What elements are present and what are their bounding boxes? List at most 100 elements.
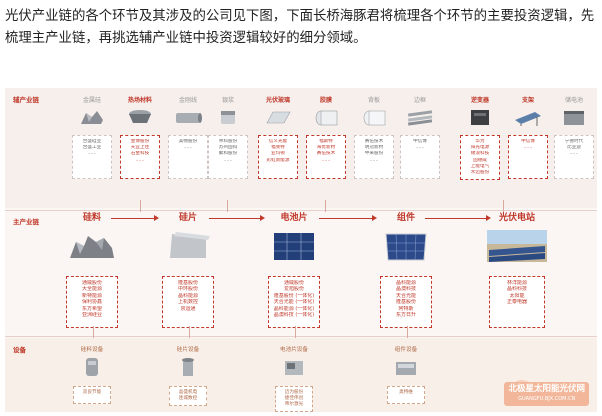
pv-industry-chain-figure: 辅产业链 主产业链 设备 金属硅 合盛硅业合盛工业…… 热场材料 金博股份天宜上… xyxy=(5,88,597,412)
company-name: 福莱特 xyxy=(271,145,285,151)
company-name: 天合光能 (一体化) xyxy=(273,299,315,306)
eq-company-list: 双良节能 xyxy=(73,386,111,404)
company-name: 信义光能 xyxy=(268,139,288,144)
eq-item-wafer-equipment: 硅片设备 晶盛机电连城数控 xyxy=(165,346,211,406)
main-item-name: 光伏电站 xyxy=(498,213,535,223)
connector-line xyxy=(140,200,141,212)
connector-line xyxy=(407,326,408,338)
aux-company-list: 赛伍技术明冠新材中来股份…… xyxy=(354,135,394,179)
main-item-solar-cell: 电池片 通威股份爱旭股份隆基股份 (一体化)天合光能 (一体化)晶科能源 (一体… xyxy=(265,212,323,328)
company-name: 宁德时代 xyxy=(564,139,584,144)
company-name: 晶科能源 xyxy=(395,280,416,286)
company-name: 中环股份 xyxy=(177,286,198,293)
company-name: 阿特斯 xyxy=(398,305,414,312)
encapsulant-film-image xyxy=(315,110,338,126)
aux-item-inverter: 逆变器 华为阳光电源锦浪科技固德威上能电气禾迈股份 xyxy=(457,96,503,181)
company-name: 禾迈股份 xyxy=(470,170,490,176)
polysilicon-equipment-image xyxy=(86,358,98,376)
aux-item-backsheet: 背板 赛伍技术明冠新材中来股份…… xyxy=(351,96,397,179)
aux-item-name: 储电池 xyxy=(564,97,583,104)
company-name: 阳光电源 xyxy=(470,145,490,151)
main-company-list: 通威股份爱旭股份隆基股份 (一体化)天合光能 (一体化)晶科能源 (一体化)晶澳… xyxy=(268,276,320,328)
company-name: …… xyxy=(415,145,425,151)
company-name: 上能电气 xyxy=(470,163,490,169)
connector-line xyxy=(227,200,228,212)
module-equipment-image xyxy=(396,362,416,375)
company-name: 聚和股份 xyxy=(218,151,238,157)
company-name: 金博股份 xyxy=(130,139,150,144)
diamond-wire-image xyxy=(176,113,202,123)
eq-item-module-equipment: 组件设备 奥特维 xyxy=(383,346,429,404)
divider xyxy=(5,210,597,211)
company-name: 合盛工业 xyxy=(82,145,102,151)
company-name: 赛伍技术 xyxy=(316,151,336,157)
company-name: 爱旭股份 xyxy=(283,286,304,293)
watermark-url: GUANGFU.BJX.COM.CN xyxy=(518,396,576,402)
divider xyxy=(5,336,597,337)
aux-item-diamond-wire: 金刚线 美畅股份…… xyxy=(165,96,211,179)
company-name: 锦浪科技 xyxy=(470,151,490,157)
company-name: 晶盛机电 xyxy=(178,390,198,395)
company-name: …… xyxy=(523,145,533,151)
equipment-label: 设备 xyxy=(13,346,26,354)
eq-company-list: 迈为股份捷佳伟创帝尔激光 xyxy=(275,386,313,412)
mounting-bracket-image xyxy=(515,112,541,126)
main-chain-label: 主产业链 xyxy=(13,218,39,226)
pv-glass-image xyxy=(266,111,291,124)
company-name: 天合光能 xyxy=(395,292,416,299)
eq-item-name: 组件设备 xyxy=(394,347,418,353)
company-name: 晶澳科技 (一体化) xyxy=(273,312,315,319)
aux-company-list: 信义光能福莱特亚玛顿彩虹新能源 xyxy=(258,135,298,179)
company-name: 帝科股份 xyxy=(218,139,238,144)
pv-power-station-image xyxy=(487,230,547,262)
eq-item-name: 电池片设备 xyxy=(280,347,308,353)
flow-arrow xyxy=(319,215,377,221)
company-name: 比亚迪 xyxy=(567,145,581,151)
company-name: 中信博 xyxy=(521,139,535,144)
company-name: 迈为股份 xyxy=(284,390,304,395)
company-name: 固德威 xyxy=(473,157,487,163)
company-name: 苏州固锝 xyxy=(218,145,238,151)
thermal-field-image xyxy=(129,110,151,123)
aux-company-list: 合盛硅业合盛工业…… xyxy=(72,135,112,179)
company-name: 新特能源 xyxy=(81,292,102,299)
company-name: 连城数控 xyxy=(178,396,198,401)
eq-item-cell-equipment: 电池片设备 迈为股份捷佳伟创帝尔激光 xyxy=(271,346,317,412)
company-name: 捷佳伟创 xyxy=(284,396,304,401)
company-name: 天宜上佳 xyxy=(130,145,150,151)
company-name: 合盛硅业 xyxy=(82,139,102,144)
company-name: …… xyxy=(369,157,379,163)
aux-item-silicon-metal: 金属硅 合盛硅业合盛工业…… xyxy=(69,96,115,179)
company-name: 帝尔激光 xyxy=(284,402,304,407)
company-name: 保利协鑫 xyxy=(81,299,102,306)
company-name: 华为 xyxy=(475,139,485,144)
main-company-list: 隆基股份中环股份晶科能源上机数控京运通 xyxy=(162,276,214,328)
watermark-text: 北极星太阳能光伏网 xyxy=(508,384,585,394)
aux-company-list: 中信博…… xyxy=(400,135,440,179)
connector-line xyxy=(93,326,94,338)
company-name: 亚洲硅业 xyxy=(81,312,102,319)
company-name: …… xyxy=(135,157,145,163)
aux-company-list: 帝科股份苏州固锝聚和股份…… xyxy=(208,135,248,179)
aux-company-list: 金博股份天宜上佳石金科技…… xyxy=(120,135,160,179)
main-item-wafer: 硅片 隆基股份中环股份晶科能源上机数控京运通 xyxy=(159,212,217,328)
connector-line xyxy=(325,200,326,212)
main-company-list: 通威股份大全能源新特能源保利协鑫东方希望亚洲硅业 xyxy=(66,276,118,328)
main-item-polysilicon: 硅料 通威股份大全能源新特能源保利协鑫东方希望亚洲硅业 xyxy=(63,212,121,328)
company-name: 晶澳科技 xyxy=(395,286,416,293)
connector-line xyxy=(503,200,504,212)
main-item-name: 电池片 xyxy=(280,213,308,223)
wafer-image xyxy=(170,232,210,258)
eq-item-name: 硅料设备 xyxy=(80,347,104,353)
company-name: 京运通 xyxy=(180,305,196,312)
storage-battery-image xyxy=(564,111,584,125)
eq-item-polysilicon-equipment: 硅料设备 双良节能 xyxy=(69,346,115,404)
eq-company-list: 奥特维 xyxy=(387,386,425,404)
aux-item-pv-glass: 光伏玻璃 信义光能福莱特亚玛顿彩虹新能源 xyxy=(255,96,301,179)
company-name: 林洋能源 xyxy=(506,280,527,286)
aux-item-name: 胶膜 xyxy=(319,97,332,104)
aux-item-name: 逆变器 xyxy=(470,97,489,104)
company-name: 太阳能 xyxy=(509,292,525,299)
company-name: 晶科能源 xyxy=(177,292,198,299)
aux-item-name: 光伏玻璃 xyxy=(265,97,290,104)
